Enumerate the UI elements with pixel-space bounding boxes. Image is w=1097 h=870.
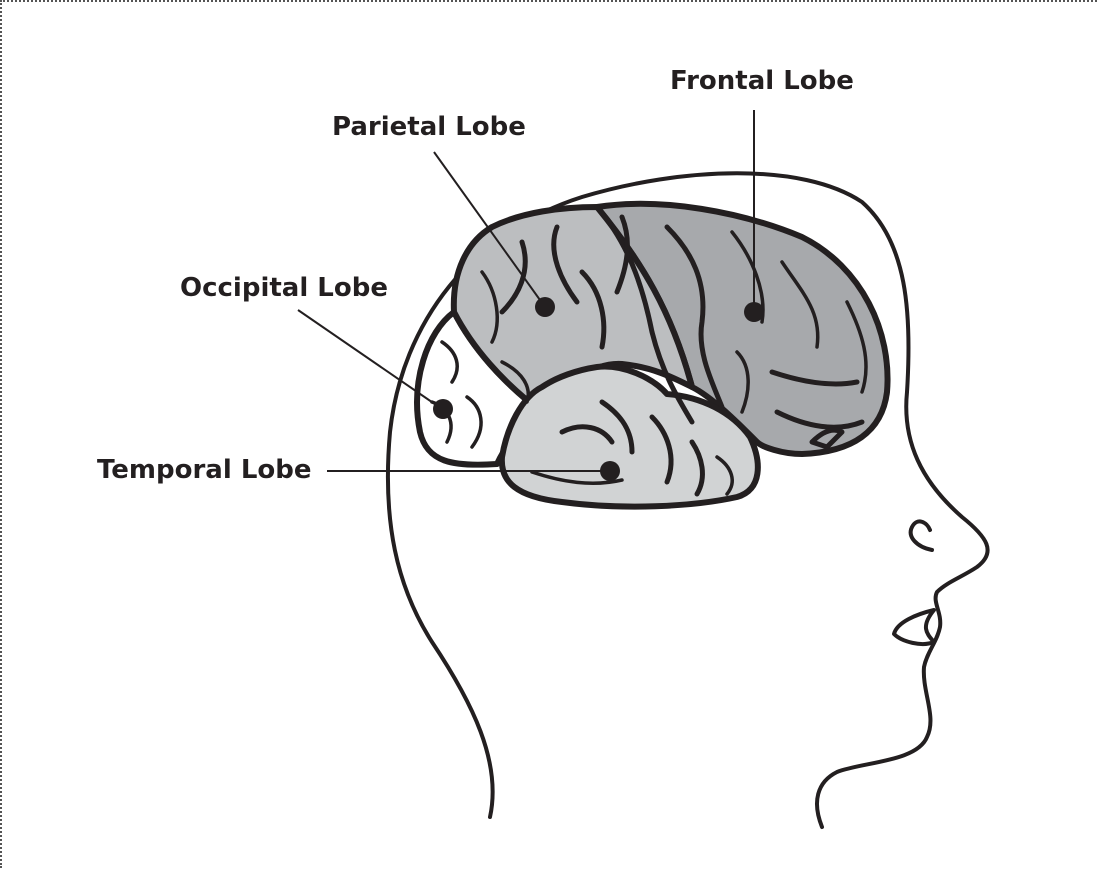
marker-parietal (535, 297, 555, 317)
lips-detail (894, 610, 934, 644)
label-temporal-lobe: Temporal Lobe (97, 455, 312, 485)
label-parietal-lobe: Parietal Lobe (332, 112, 526, 142)
nose-detail (911, 521, 932, 550)
label-frontal-lobe: Frontal Lobe (670, 66, 854, 96)
marker-frontal (744, 302, 764, 322)
marker-occipital (433, 399, 453, 419)
label-occipital-lobe: Occipital Lobe (180, 273, 388, 303)
marker-temporal (600, 461, 620, 481)
